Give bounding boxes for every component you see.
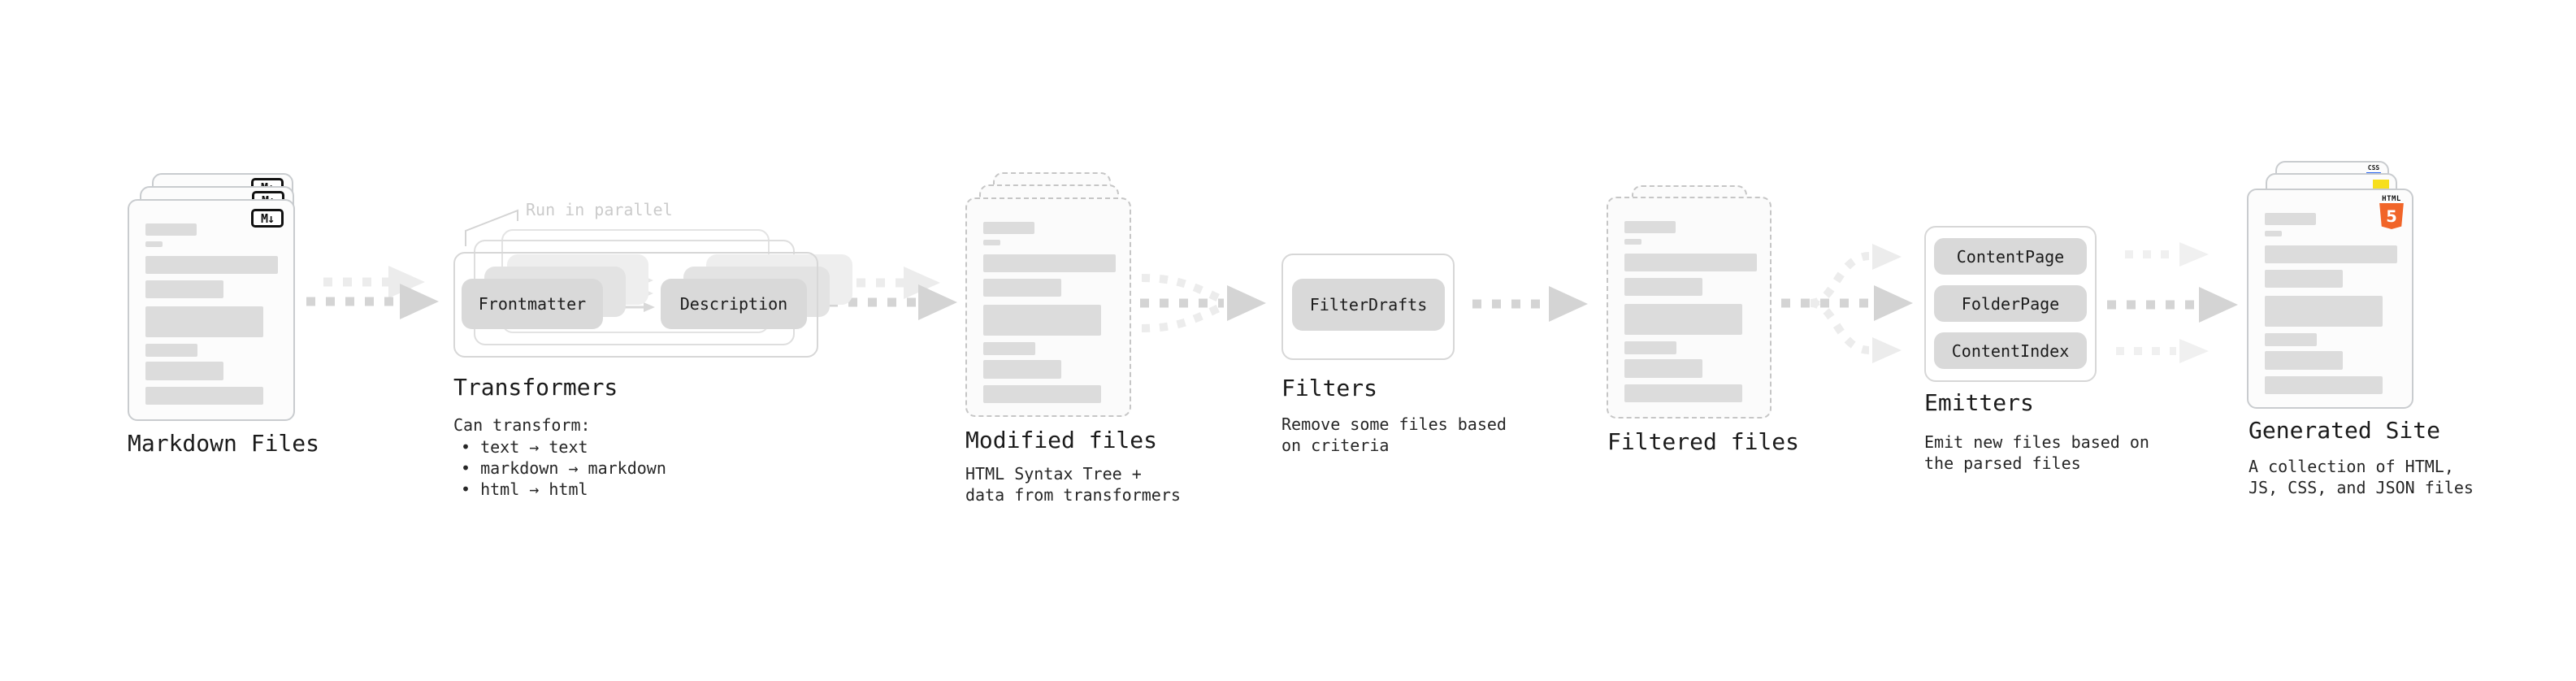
modified-file-card-front — [965, 197, 1131, 417]
emitters-caption-line2: the parsed files — [1924, 453, 2081, 473]
generated-site-caption-line1: A collection of HTML, — [2249, 457, 2454, 476]
generated-site-title: Generated Site — [2249, 417, 2441, 444]
filters-caption-line2: on criteria — [1281, 436, 1390, 455]
arrow-filters-to-filtered — [1472, 286, 1588, 322]
filters-caption-line1: Remove some files based — [1281, 414, 1507, 434]
html5-icon: HTML 5 — [2379, 195, 2404, 229]
svg-text:5: 5 — [2386, 207, 2397, 226]
filters-title: Filters — [1281, 375, 1378, 401]
js-file-icon — [2373, 180, 2389, 189]
transformers-caption: Can transform: — [453, 415, 591, 435]
run-in-parallel-annotation: Run in parallel — [526, 200, 673, 219]
generated-site-caption-line2: JS, CSS, and JSON files — [2249, 478, 2474, 497]
contentpage-emitter-pill: ContentPage — [1934, 238, 2087, 275]
modified-files-caption-line2: data from transformers — [965, 485, 1181, 505]
frontmatter-transformer-pill: Frontmatter — [462, 279, 603, 329]
modified-files-title: Modified files — [965, 427, 1158, 453]
emitters-title: Emitters — [1924, 389, 2034, 416]
arrow-filtered-to-emitters-fanout — [1781, 244, 1913, 363]
transformers-title: Transformers — [453, 374, 618, 401]
filterdrafts-pill: FilterDrafts — [1292, 279, 1445, 331]
folderpage-emitter-pill: FolderPage — [1934, 285, 2087, 322]
filtered-file-card-front — [1607, 197, 1772, 419]
markdown-icon: M↓ — [251, 209, 284, 228]
description-transformer-pill: Description — [661, 279, 807, 329]
generated-file-card-front: HTML 5 — [2247, 189, 2413, 409]
markdown-files-title: Markdown Files — [128, 430, 320, 457]
arrow-modified-to-filters-merge — [1140, 274, 1266, 332]
filtered-files-title: Filtered files — [1607, 428, 1800, 455]
transform-bullet-markdown: • markdown → markdown — [461, 458, 666, 478]
transform-bullet-html: • html → html — [461, 479, 588, 499]
arrow-emitters-to-generated — [2107, 242, 2238, 363]
arrow-markdown-to-transformers — [306, 266, 439, 319]
modified-files-caption-line1: HTML Syntax Tree + — [965, 464, 1142, 484]
transform-bullet-text: • text → text — [461, 437, 588, 457]
emitters-caption-line1: Emit new files based on — [1924, 432, 2149, 452]
markdown-file-card-front: M↓ — [128, 199, 295, 421]
contentindex-emitter-pill: ContentIndex — [1934, 332, 2087, 369]
transformer-frame-front — [453, 252, 818, 358]
